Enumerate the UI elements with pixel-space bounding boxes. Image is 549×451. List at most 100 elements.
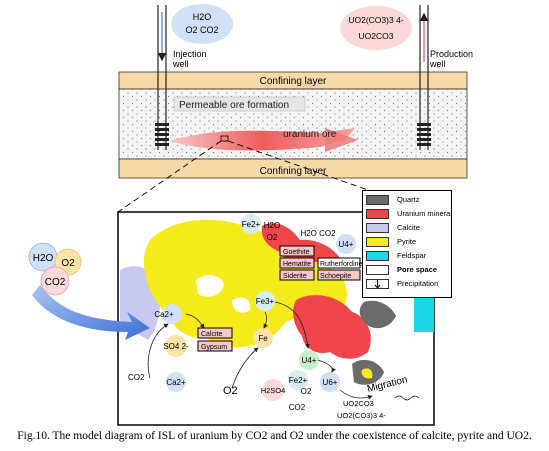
u4-bubble-bottom bbox=[299, 350, 319, 370]
so4-label: SO4 2- bbox=[163, 342, 189, 351]
legend-label-pore-space: Pore space bbox=[397, 265, 438, 274]
co2-left-label: CO2 bbox=[128, 373, 145, 382]
production-species-bubble bbox=[340, 6, 412, 50]
fe2-label: Fe2+ bbox=[242, 220, 261, 229]
legend-swatch-uranium-mineral bbox=[366, 209, 389, 219]
ca2-bottom-label: Ca2+ bbox=[166, 378, 186, 387]
production-well-label-2: well bbox=[429, 59, 446, 69]
production-species-line1: UO2(CO3)3 4- bbox=[348, 15, 403, 25]
u4-label-bottom: U4+ bbox=[302, 356, 317, 365]
pyrite-grain-small bbox=[361, 368, 373, 379]
ore-formation-label: Permeable ore formation bbox=[179, 100, 289, 111]
precipitation-arrow-icon bbox=[374, 280, 381, 288]
quartz-grain-1 bbox=[359, 300, 396, 329]
calcite-precipitate-box bbox=[197, 327, 233, 339]
legend-label-feldspar: Feldspar bbox=[397, 251, 427, 260]
calcite-precipitate-label: Calcite bbox=[201, 331, 223, 338]
injection-gas-line2: O2 CO2 bbox=[185, 25, 218, 35]
siderite-label: Siderite bbox=[283, 273, 307, 280]
co2-bubble-left bbox=[40, 266, 70, 296]
reaction-arrow-2 bbox=[185, 313, 205, 329]
legend-swatch-pyrite bbox=[366, 237, 389, 247]
reaction-arrow-5 bbox=[274, 301, 310, 349]
pore-space-1 bbox=[196, 275, 224, 297]
fe2-bubble-bottom bbox=[288, 370, 308, 390]
legend-swatch-precipitation bbox=[366, 279, 389, 289]
production-well-label-1: Production bbox=[430, 49, 473, 59]
rutherfordine-box bbox=[317, 257, 361, 269]
gypsum-label: Gypsum bbox=[201, 344, 227, 351]
legend-item-pore-space: Pore space bbox=[366, 264, 450, 275]
fe2-label-bottom: Fe2+ bbox=[289, 376, 308, 385]
feldspar-grain bbox=[414, 296, 434, 332]
fe3-bubble bbox=[255, 291, 275, 311]
injection-well-label-2: well bbox=[172, 59, 189, 69]
uranium-ore-plume bbox=[170, 128, 355, 151]
reaction-arrow-1 bbox=[147, 323, 169, 379]
production-species-line2: UO2CO3 bbox=[359, 31, 394, 41]
pore-space-2 bbox=[232, 297, 251, 313]
legend-swatch-calcite bbox=[366, 223, 389, 233]
legend-item-quartz: Quartz bbox=[366, 194, 450, 205]
so4-bubble bbox=[165, 335, 187, 357]
legend-item-calcite: Calcite bbox=[366, 222, 450, 233]
gypsum-box bbox=[197, 340, 233, 352]
u4-bubble-top bbox=[336, 234, 356, 254]
legend-swatch-pore-space bbox=[366, 265, 389, 275]
uo2co3-label: UO2CO3 bbox=[343, 399, 374, 408]
legend-item-precipitation: Precipitation bbox=[366, 278, 450, 289]
uo2co3-3-label: UO2(CO3)3 4- bbox=[337, 411, 386, 420]
migration-squiggle bbox=[394, 395, 420, 401]
h2so4-label: H2SO4 bbox=[261, 386, 286, 395]
legend-label-pyrite: Pyrite bbox=[397, 237, 417, 246]
fe3-label: Fe3+ bbox=[256, 297, 275, 306]
h2o-bubble-left-label: H2O bbox=[33, 253, 54, 264]
fe-label: Fe bbox=[258, 334, 268, 343]
reaction-arrow-4 bbox=[263, 311, 268, 329]
confining-layer-bottom bbox=[118, 158, 468, 179]
hematite-label: Hematite bbox=[283, 261, 311, 268]
reaction-arrow-6 bbox=[317, 359, 336, 373]
u6-label: U6+ bbox=[323, 378, 338, 387]
ca2-top-bubble bbox=[162, 304, 182, 324]
legend-label-uranium-mineral: Uranium mineral bbox=[397, 209, 453, 218]
legend-item-uranium-mineral: Uranium mineral bbox=[366, 208, 453, 219]
mineral-legend: Quartz Uranium mineral Calcite Pyrite Fe… bbox=[362, 190, 452, 298]
reaction-arrow-7 bbox=[339, 389, 373, 400]
rutherfordine-label: Rutherfordine bbox=[320, 261, 363, 268]
top-cross-section: Confining layer Confining layer Permeabl… bbox=[117, 4, 473, 213]
fe2-bubble bbox=[241, 214, 261, 234]
o2-bubble-left-label: O2 bbox=[61, 258, 75, 269]
legend-item-pyrite: Pyrite bbox=[366, 236, 450, 247]
h2o-co2-label: H2O CO2 bbox=[300, 229, 336, 238]
legend-label-quartz: Quartz bbox=[397, 195, 420, 204]
reaction-arrow-3 bbox=[231, 347, 259, 389]
schoepite-box bbox=[317, 269, 361, 281]
ore-flow-arrowhead bbox=[325, 128, 358, 152]
hematite-box bbox=[279, 257, 315, 269]
schoepite-label: Schoepite bbox=[320, 273, 351, 280]
injection-gas-bubble bbox=[171, 4, 233, 44]
zoom-source-box bbox=[220, 135, 229, 142]
goethite-box bbox=[279, 245, 315, 257]
fe-bubble bbox=[253, 328, 273, 348]
o2-label-bottom: O2 bbox=[301, 387, 312, 396]
zoom-line-left bbox=[117, 140, 222, 213]
production-screen bbox=[417, 123, 431, 146]
uranium-mineral-grain-lower bbox=[293, 295, 371, 359]
siderite-box bbox=[279, 269, 315, 281]
legend-item-feldspar: Feldspar bbox=[366, 250, 450, 261]
injection-screen bbox=[155, 123, 169, 146]
o2-label: O2 bbox=[223, 385, 238, 397]
h2o-label: H2O bbox=[264, 221, 280, 230]
figure-caption: Fig.10. The model diagram of ISL of uran… bbox=[17, 430, 532, 442]
legend-label-calcite: Calcite bbox=[397, 223, 420, 232]
confining-layer-top-label: Confining layer bbox=[260, 76, 327, 87]
zoom-panel: Goethite Hematite Siderite Rutherfordine… bbox=[117, 211, 435, 426]
zoom-line-right bbox=[227, 140, 369, 191]
ca2-top-label: Ca2+ bbox=[154, 310, 174, 319]
ore-formation-label-box bbox=[173, 96, 306, 112]
injection-gas-line1: H2O bbox=[193, 12, 212, 22]
legend-label-precipitation: Precipitation bbox=[397, 279, 439, 288]
